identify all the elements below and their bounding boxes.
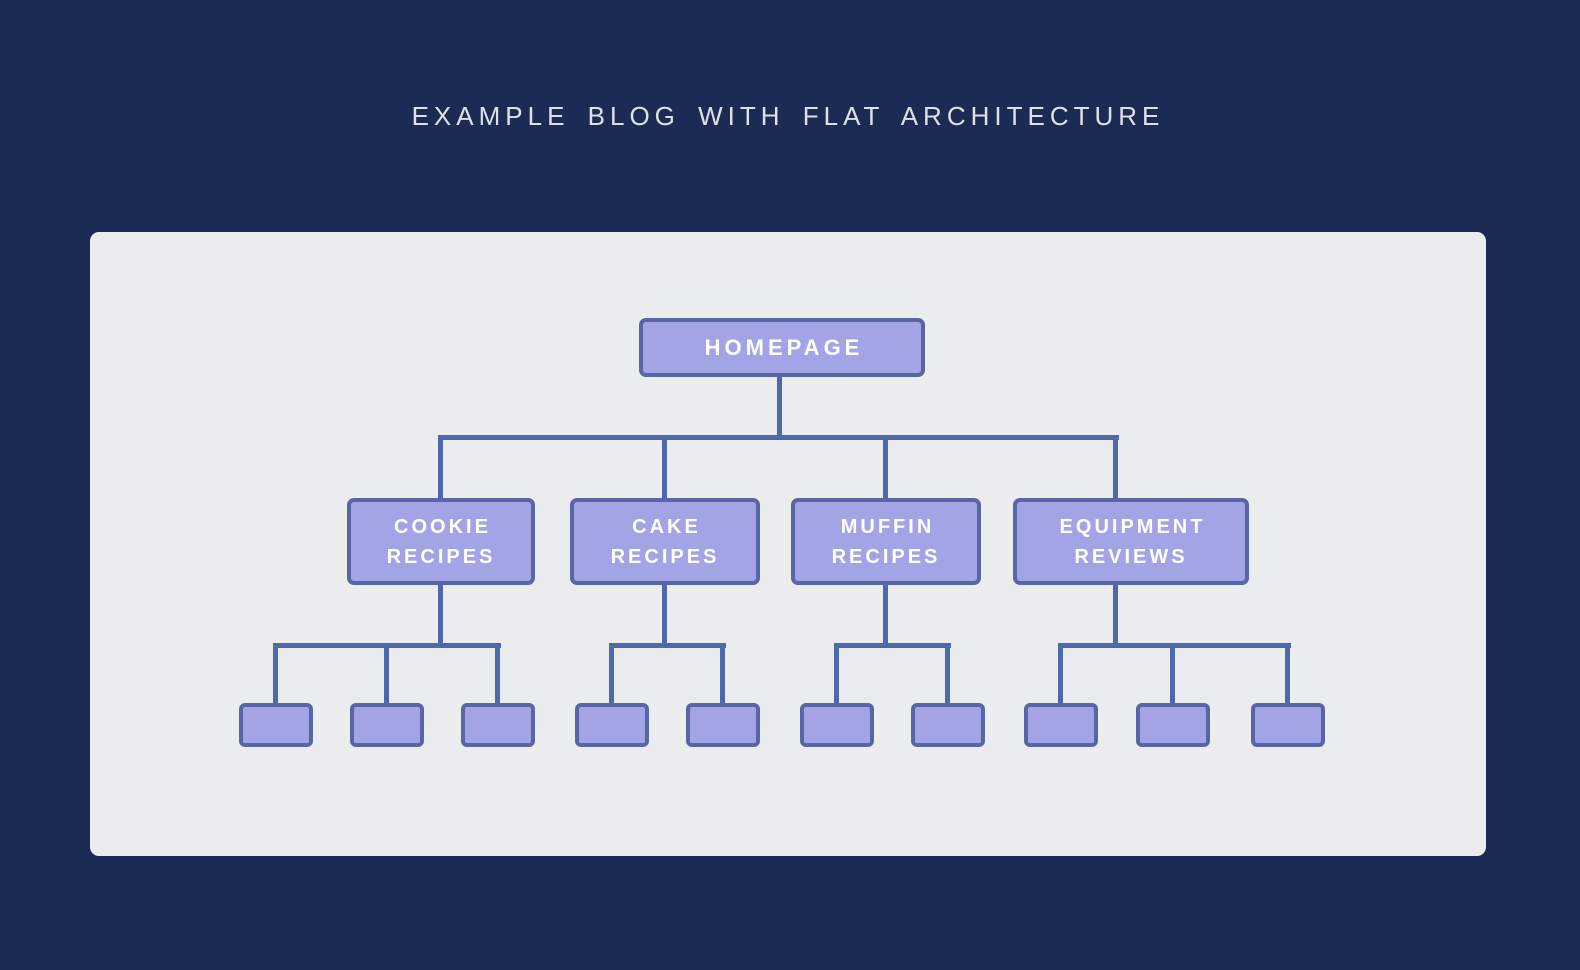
leaf-node-equipment-2: [1136, 703, 1210, 747]
connector-drop-cake: [662, 435, 667, 499]
connector-equipment-leaf-1: [1058, 645, 1063, 703]
connector-level1-rail: [438, 435, 1119, 440]
connector-cake-down: [662, 584, 667, 646]
connector-cookie-leaf-1: [273, 645, 278, 703]
node-cookie-recipes: COOKIE RECIPES: [347, 498, 535, 585]
node-equipment-reviews-label: EQUIPMENT REVIEWS: [1059, 515, 1206, 568]
leaf-node-cake-2: [686, 703, 760, 747]
connector-equipment-leaf-3: [1285, 645, 1290, 703]
connector-drop-cookie: [438, 435, 443, 499]
leaf-node-equipment-1: [1024, 703, 1098, 747]
connector-muffin-leaf-1: [834, 645, 839, 703]
connector-muffin-rail: [834, 643, 951, 648]
connector-cookie-down: [438, 584, 443, 646]
leaf-node-cookie-1: [239, 703, 313, 747]
leaf-node-cookie-2: [350, 703, 424, 747]
diagram-panel: HOMEPAGE COOKIE RECIPES CAKE RECIPES MUF…: [90, 232, 1486, 856]
node-equipment-reviews: EQUIPMENT REVIEWS: [1013, 498, 1249, 585]
connector-muffin-down: [883, 584, 888, 646]
leaf-node-muffin-1: [800, 703, 874, 747]
leaf-node-cookie-3: [461, 703, 535, 747]
connector-cake-leaf-2: [720, 645, 725, 703]
leaf-node-equipment-3: [1251, 703, 1325, 747]
node-cookie-recipes-label: COOKIE RECIPES: [386, 515, 496, 568]
node-cake-recipes-label: CAKE RECIPES: [610, 515, 720, 568]
node-muffin-recipes: MUFFIN RECIPES: [791, 498, 981, 585]
connector-homepage-drop: [777, 376, 782, 440]
connector-equipment-down: [1113, 584, 1118, 646]
connector-muffin-leaf-2: [945, 645, 950, 703]
node-muffin-recipes-label: MUFFIN RECIPES: [831, 515, 941, 568]
connector-drop-muffin: [883, 435, 888, 499]
leaf-node-muffin-2: [911, 703, 985, 747]
connector-cake-leaf-1: [609, 645, 614, 703]
node-homepage: HOMEPAGE: [639, 318, 925, 377]
connector-cookie-leaf-3: [495, 645, 500, 703]
leaf-node-cake-1: [575, 703, 649, 747]
connector-cookie-leaf-2: [384, 645, 389, 703]
diagram-title: EXAMPLE BLOG WITH FLAT ARCHITECTURE: [411, 101, 1165, 131]
connector-drop-equipment: [1113, 435, 1118, 499]
node-cake-recipes: CAKE RECIPES: [570, 498, 760, 585]
node-homepage-label: HOMEPAGE: [704, 334, 864, 360]
connector-cake-rail: [609, 643, 726, 648]
connector-equipment-leaf-2: [1170, 645, 1175, 703]
